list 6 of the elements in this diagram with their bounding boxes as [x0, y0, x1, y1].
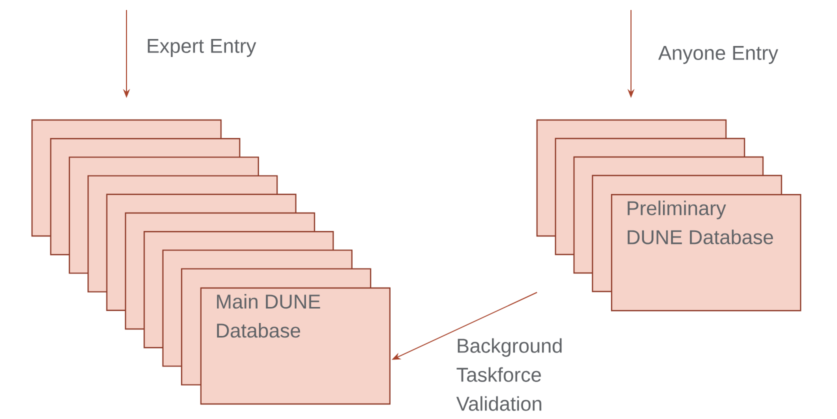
database-stack: Main DUNE Database — [31, 119, 391, 405]
edge-label: Expert Entry — [148, 39, 256, 57]
node-label: Main DUNE Database — [217, 294, 320, 338]
edge-label: Anyone Entry — [658, 46, 778, 64]
edge-label: Background Taskforce Validation — [456, 338, 562, 411]
database-stack: Preliminary DUNE Database — [536, 119, 802, 312]
